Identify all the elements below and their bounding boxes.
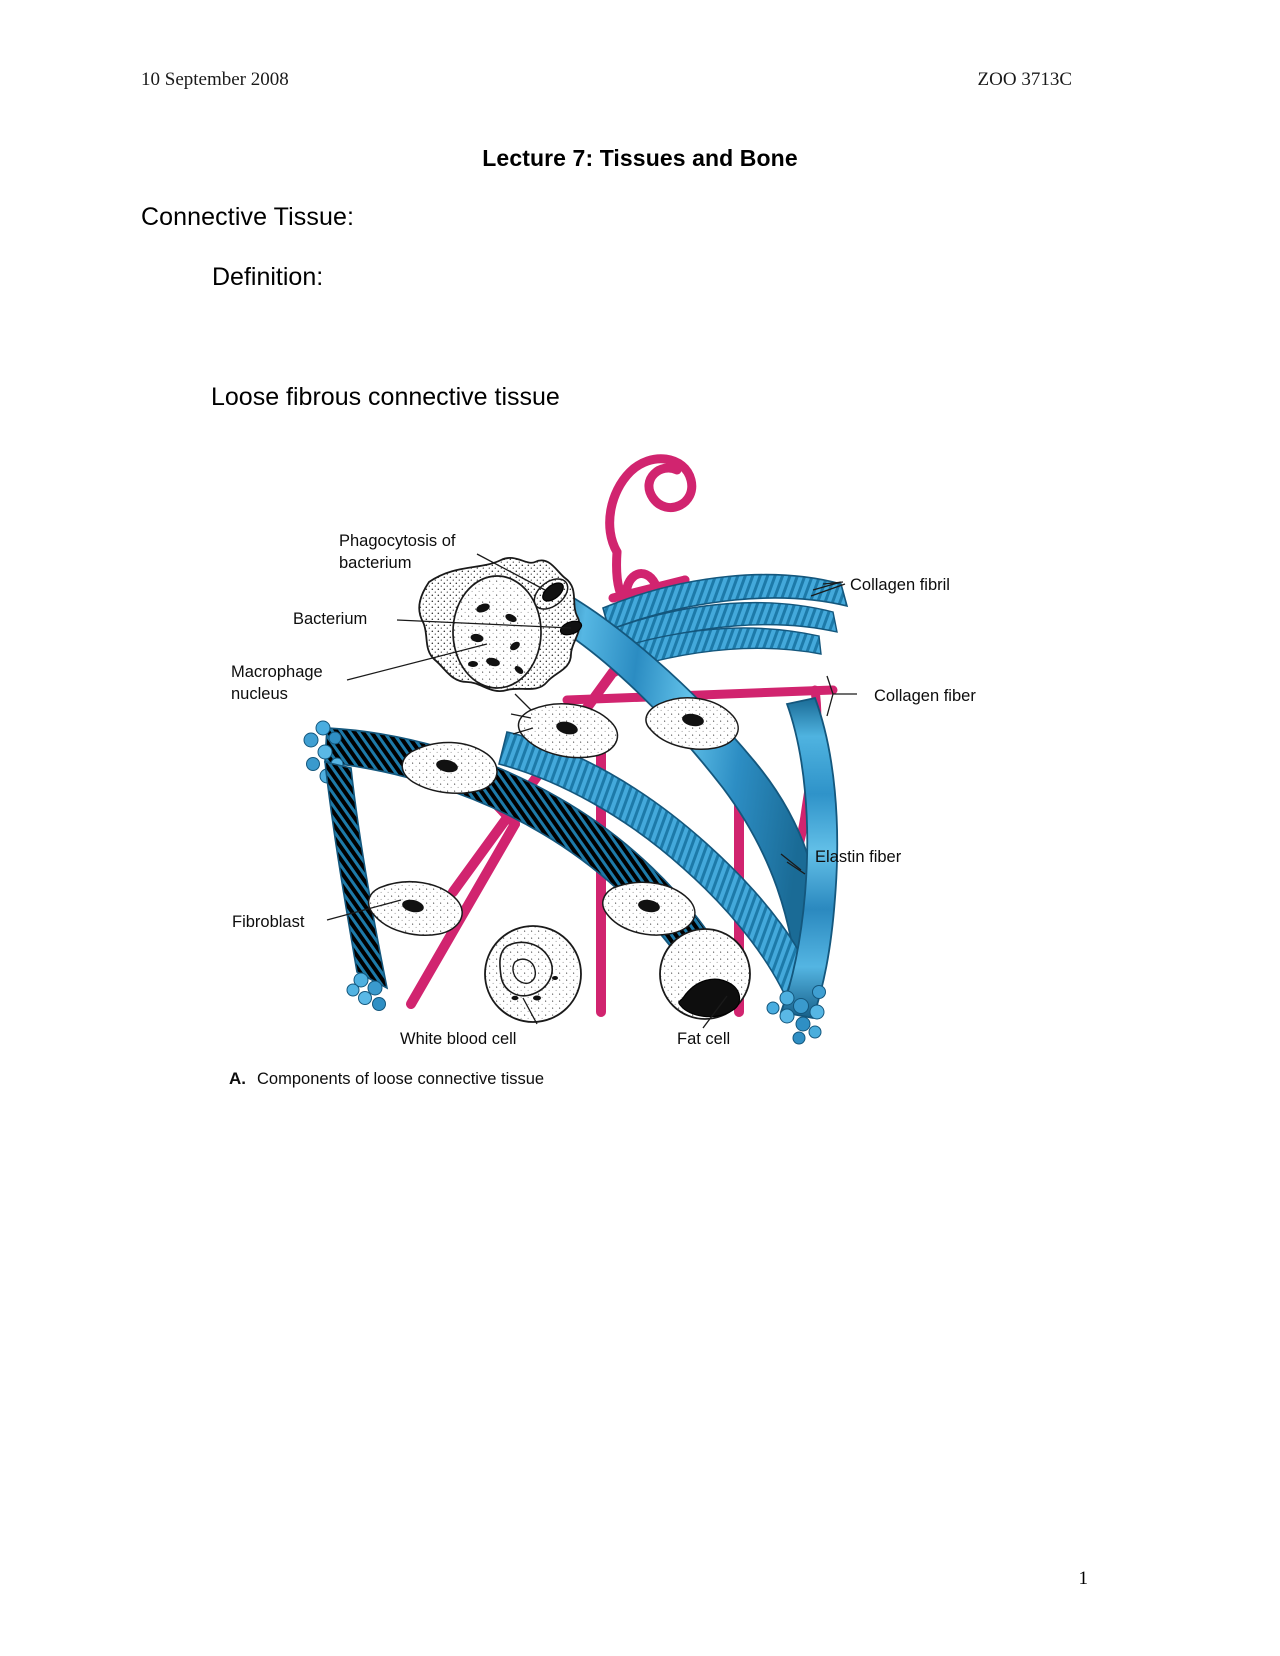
label-fat-cell: Fat cell bbox=[677, 1030, 730, 1048]
fibroblast-cells bbox=[367, 693, 739, 936]
label-white-blood-cell: White blood cell bbox=[400, 1030, 516, 1048]
subsection-heading-definition: Definition: bbox=[212, 263, 324, 291]
fat-cell bbox=[659, 928, 751, 1020]
label-phagocytosis-line1: Phagocytosis of bbox=[339, 532, 456, 550]
figure-leader-lines bbox=[326, 553, 857, 1029]
label-macrophage-line1: Macrophage bbox=[231, 663, 323, 681]
label-elastin-fiber: Elastin fiber bbox=[815, 848, 902, 866]
figure-caption-label: A. bbox=[229, 1069, 246, 1088]
header-date: 10 September 2008 bbox=[141, 69, 289, 90]
label-collagen-fiber: Collagen fiber bbox=[874, 687, 976, 705]
figure-caption: A. Components of loose connective tissue bbox=[229, 1069, 544, 1088]
topic-heading-loose-fibrous-connective-tissue: Loose fibrous connective tissue bbox=[211, 383, 560, 411]
page-header: 10 September 2008 ZOO 3713C bbox=[141, 69, 1072, 91]
collagen-frayed-end-bottom-left bbox=[346, 972, 386, 1011]
label-fibroblast: Fibroblast bbox=[232, 913, 305, 931]
label-collagen-fibril: Collagen fibril bbox=[850, 576, 950, 594]
page-title: Lecture 7: Tissues and Bone bbox=[482, 145, 798, 171]
white-blood-cell bbox=[484, 925, 582, 1023]
label-macrophage-line2: nucleus bbox=[231, 685, 288, 703]
collagen-frayed-end-bottom-right bbox=[766, 985, 826, 1045]
label-phagocytosis-line2: bacterium bbox=[339, 554, 411, 572]
figure-text-labels: Phagocytosis of bacterium Bacterium Macr… bbox=[231, 532, 976, 1048]
page-number: 1 bbox=[1078, 1568, 1089, 1589]
header-course-code: ZOO 3713C bbox=[977, 69, 1072, 90]
label-bacterium: Bacterium bbox=[293, 610, 367, 628]
section-heading-connective-tissue: Connective Tissue: bbox=[141, 203, 355, 231]
figure-loose-connective-tissue: Phagocytosis of bacterium Bacterium Macr… bbox=[215, 432, 1045, 1097]
figure-caption-text: Components of loose connective tissue bbox=[257, 1070, 544, 1088]
